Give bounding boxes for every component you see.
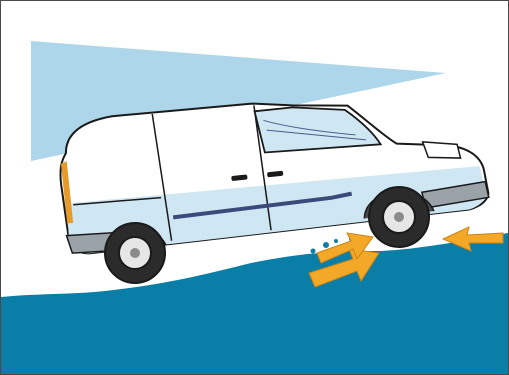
- road-icon: [1, 233, 508, 374]
- front-wheel-icon: [369, 187, 429, 247]
- rear-wheel-icon: [105, 223, 165, 283]
